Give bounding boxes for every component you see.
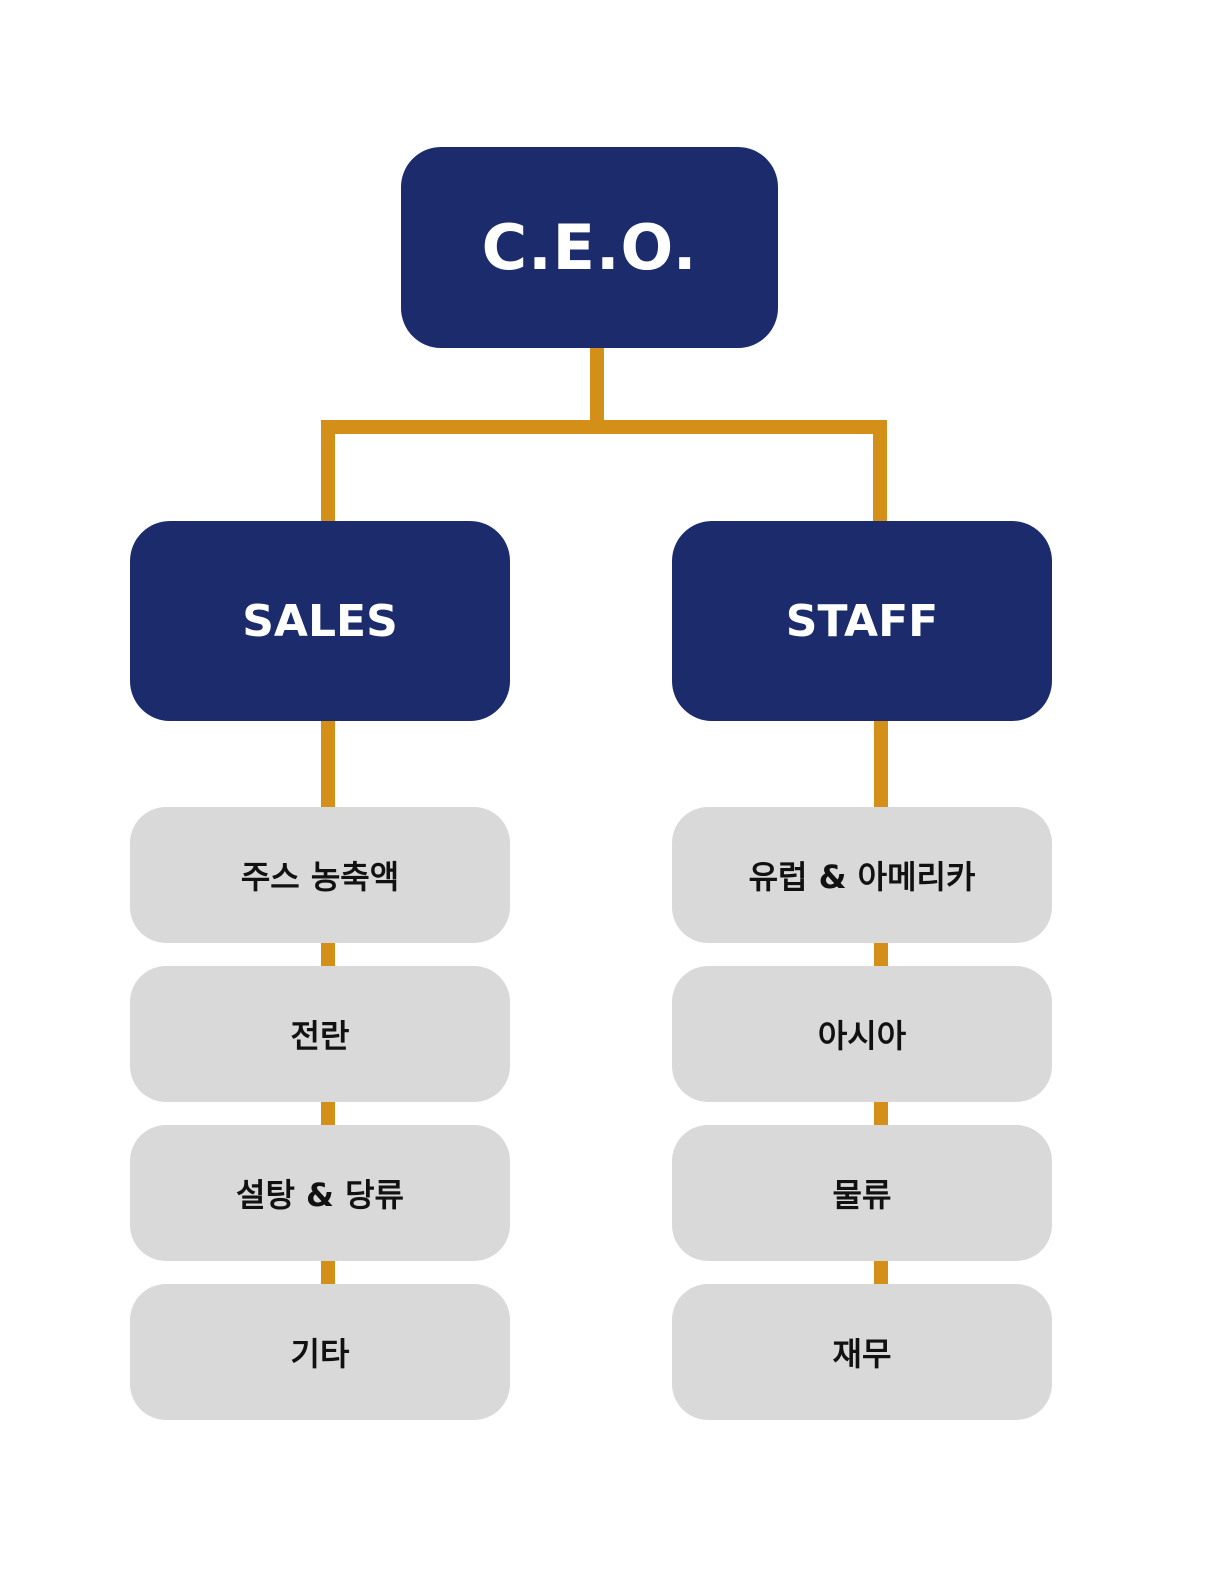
staff-label: STAFF bbox=[785, 595, 939, 647]
staff-box: STAFF bbox=[672, 521, 1052, 721]
sales-item-box: 전란 bbox=[130, 966, 510, 1102]
sales-item-label: 설탕 & 당류 bbox=[236, 1176, 404, 1214]
sales-item-label: 주스 농축액 bbox=[240, 858, 400, 896]
sales-item-box: 기타 bbox=[130, 1284, 510, 1420]
staff-item-box: 유럽 & 아메리카 bbox=[672, 807, 1052, 943]
staff-item-label: 재무 bbox=[832, 1335, 892, 1373]
staff-item-box: 재무 bbox=[672, 1284, 1052, 1420]
connector-to-sales bbox=[321, 420, 335, 524]
staff-item-box: 물류 bbox=[672, 1125, 1052, 1261]
connector-ceo-down bbox=[590, 347, 604, 427]
connector-to-staff bbox=[873, 420, 887, 524]
ceo-label: C.E.O. bbox=[481, 211, 698, 284]
sales-item-label: 전란 bbox=[290, 1017, 350, 1055]
sales-label: SALES bbox=[242, 595, 398, 647]
ceo-box: C.E.O. bbox=[401, 147, 778, 348]
staff-item-label: 아시아 bbox=[817, 1017, 907, 1055]
sales-box: SALES bbox=[130, 521, 510, 721]
staff-item-label: 물류 bbox=[832, 1176, 892, 1214]
sales-item-label: 기타 bbox=[290, 1335, 350, 1373]
staff-item-box: 아시아 bbox=[672, 966, 1052, 1102]
connector-horizontal bbox=[321, 420, 887, 434]
sales-item-box: 주스 농축액 bbox=[130, 807, 510, 943]
sales-item-box: 설탕 & 당류 bbox=[130, 1125, 510, 1261]
staff-item-label: 유럽 & 아메리카 bbox=[748, 858, 976, 896]
